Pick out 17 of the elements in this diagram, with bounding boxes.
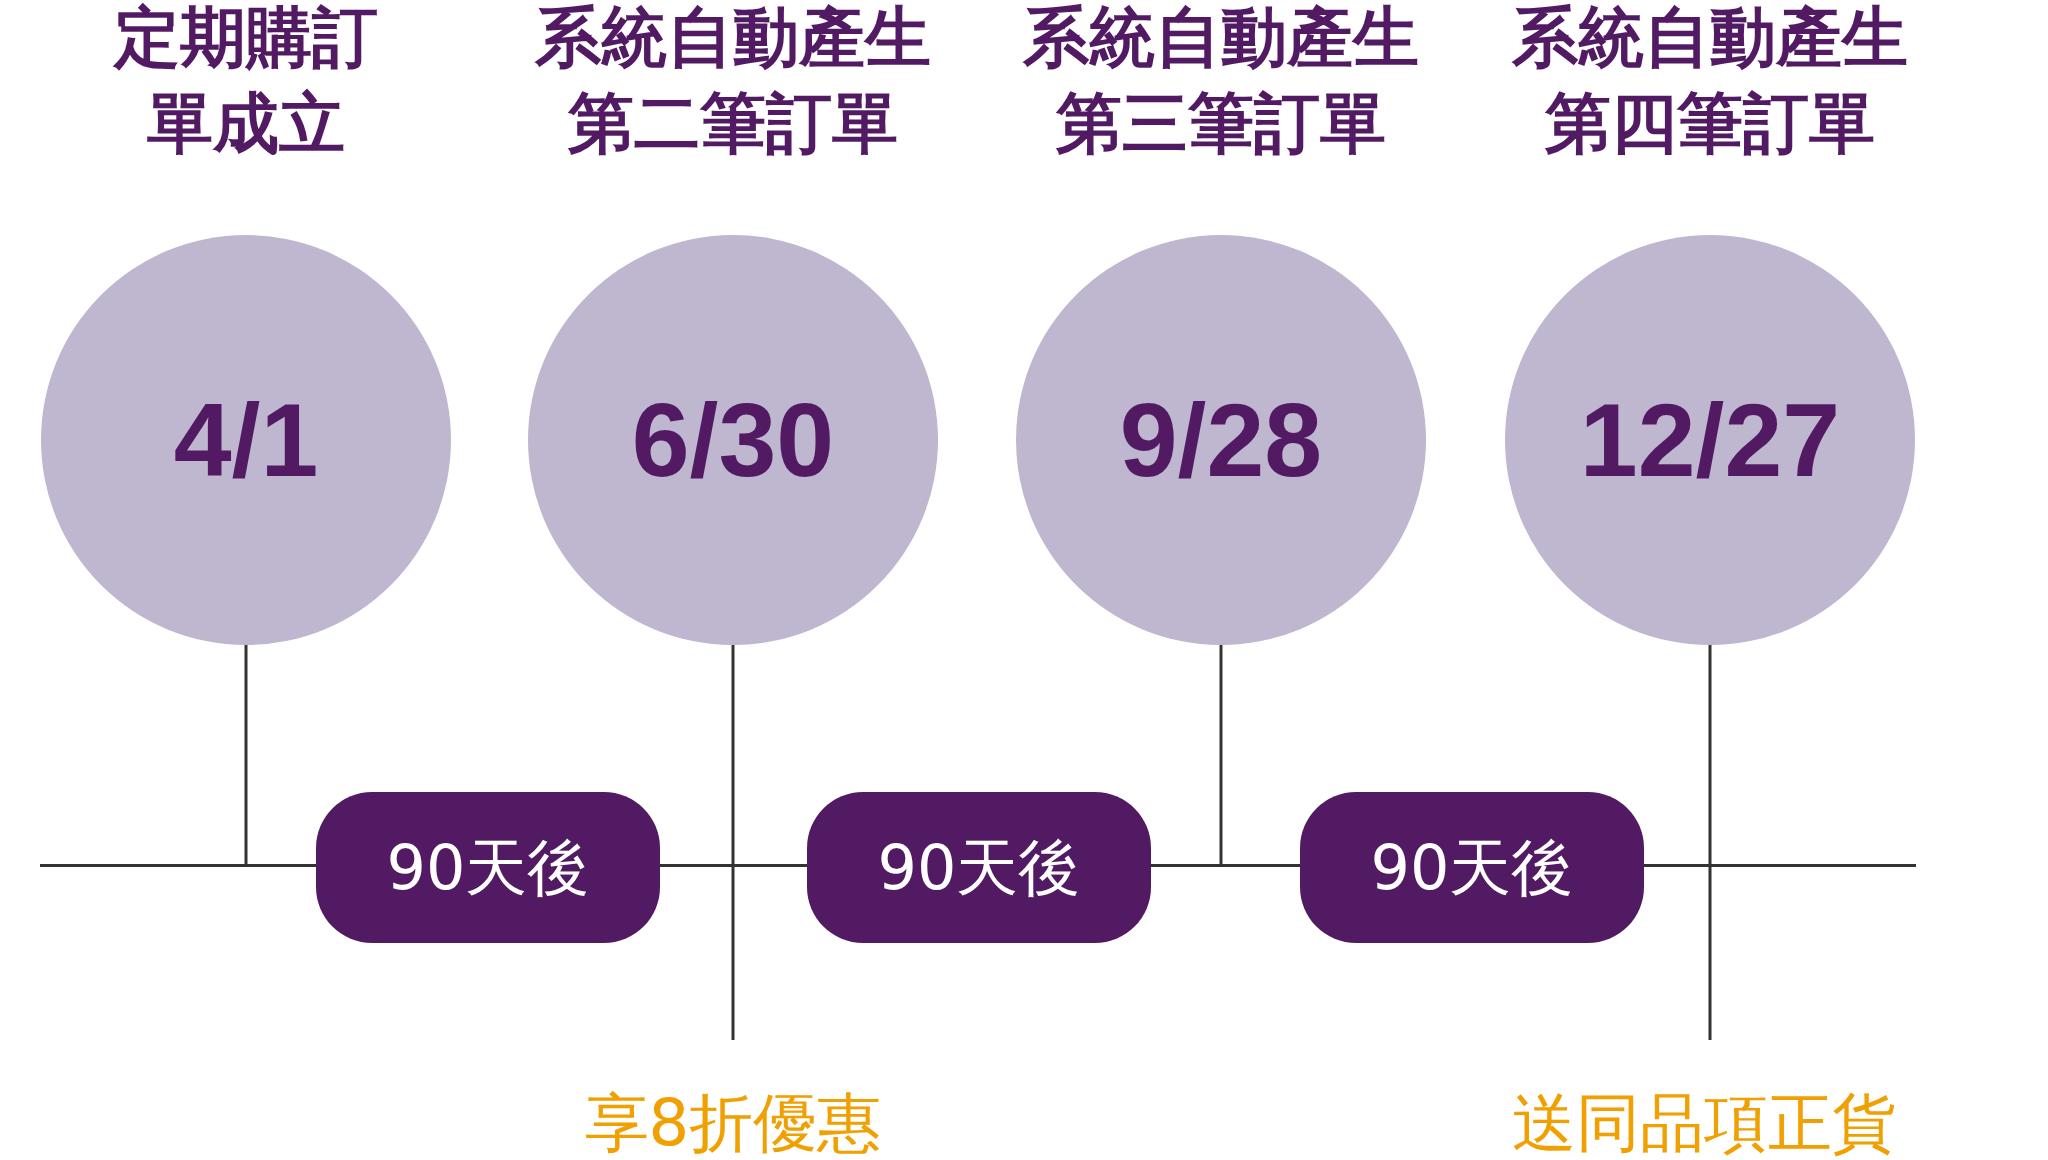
date-label: 4/1 (173, 380, 319, 500)
step-heading: 系統自動產生第四筆訂單 (1510, 0, 1909, 164)
interval-badge: 90天後 (316, 792, 660, 943)
connector-line (731, 645, 735, 1040)
step-heading: 系統自動產生第二筆訂單 (533, 0, 932, 164)
interval-badge: 90天後 (1300, 792, 1644, 943)
connector-line (1708, 645, 1712, 1040)
interval-badge: 90天後 (807, 792, 1151, 943)
step-heading: 定期購訂單成立 (112, 0, 379, 164)
connector-line (244, 645, 248, 865)
connector-line (1219, 645, 1223, 865)
benefit-note: 享8折優惠 (584, 1080, 882, 1160)
date-label: 12/27 (1579, 380, 1841, 500)
benefit-note: 送同品項正貨 (1512, 1080, 1896, 1160)
date-label: 6/30 (631, 380, 835, 500)
step-heading: 系統自動產生第三筆訂單 (1021, 0, 1420, 164)
date-label: 9/28 (1119, 380, 1323, 500)
